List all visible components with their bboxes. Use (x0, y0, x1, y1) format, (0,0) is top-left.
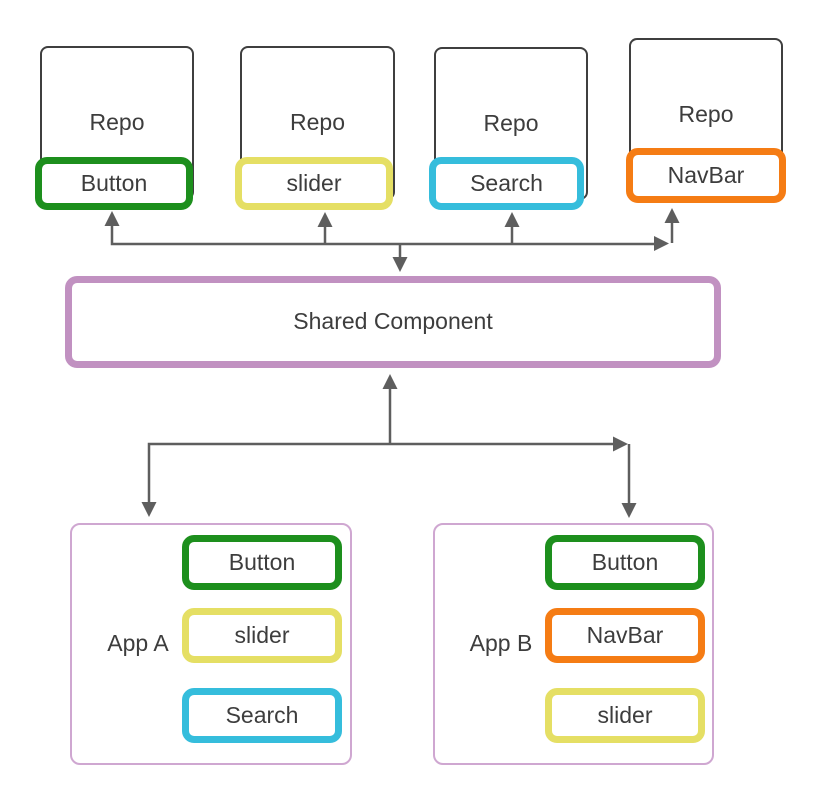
arrowhead-down-app-a (141, 502, 157, 517)
component-badge-label: Button (228, 548, 296, 575)
app-a-badge-button: Button (182, 535, 342, 590)
component-badge-label: Button (80, 170, 148, 196)
component-badge-search: Search (429, 157, 584, 210)
component-badge-label: NavBar (667, 162, 745, 188)
app-a-box: App A Button slider Search (70, 523, 352, 765)
component-badge-button: Button (35, 157, 193, 210)
component-badge-label: Search (470, 170, 543, 196)
component-badge-label: slider (597, 701, 653, 728)
arrowhead-down-shared (392, 257, 408, 272)
app-b-badge-button: Button (545, 535, 705, 590)
arrowhead-up-search-repo (504, 212, 520, 227)
repo-label: Repo (89, 109, 145, 136)
app-a-label: App A (107, 630, 169, 657)
shared-component-box: Shared Component (65, 276, 721, 368)
app-a-badge-slider: slider (182, 608, 342, 663)
connector-bottom-main-line (147, 442, 613, 502)
arrowhead-up-slider-repo (317, 212, 333, 227)
app-b-badge-slider: slider (545, 688, 705, 743)
repo-label: Repo (483, 109, 539, 136)
arrowhead-down-app-b (621, 503, 637, 518)
component-badge-label: Search (225, 701, 299, 728)
arrowhead-up-shared (382, 374, 398, 389)
repo-label: Repo (290, 109, 345, 136)
shared-component-label: Shared Component (293, 308, 493, 335)
app-b-badge-navbar: NavBar (545, 608, 705, 663)
arrowhead-right-bottom (613, 436, 628, 452)
connector-shared-to-apps (141, 374, 637, 518)
arrowhead-up-button-repo (104, 211, 120, 226)
connector-top-main-line (110, 226, 654, 246)
component-badge-slider: slider (235, 157, 393, 210)
arrowhead-up-navbar-repo (664, 208, 680, 223)
arrowhead-right-top (654, 236, 669, 251)
component-badge-label: NavBar (586, 621, 664, 648)
component-badge-label: slider (234, 621, 290, 648)
app-b-label: App B (469, 630, 533, 657)
repo-label: Repo (678, 101, 734, 128)
app-b-box: App B Button NavBar slider (433, 523, 714, 765)
component-badge-label: Button (591, 548, 659, 575)
app-a-badge-search: Search (182, 688, 342, 743)
component-badge-navbar: NavBar (626, 148, 786, 203)
connector-shared-to-repos (104, 208, 680, 272)
component-badge-label: slider (286, 170, 342, 196)
